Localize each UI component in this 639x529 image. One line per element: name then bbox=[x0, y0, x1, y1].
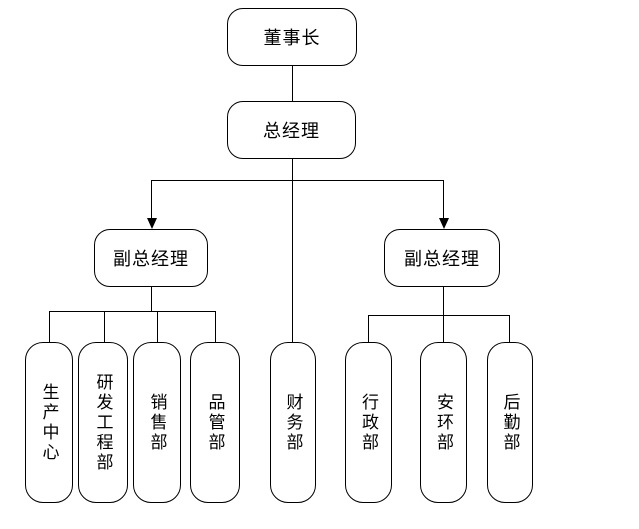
connector-gm-finance-stem bbox=[292, 159, 293, 343]
node-dept-logistics[interactable]: 后勤部 bbox=[487, 342, 533, 503]
connector-drop-deputy-right bbox=[443, 180, 444, 220]
node-dept-production-center[interactable]: 生产中心 bbox=[25, 342, 73, 503]
connector-deputy-left-stem bbox=[151, 287, 152, 311]
node-dept-sales[interactable]: 销售部 bbox=[133, 342, 181, 503]
connector-drop-logistics bbox=[509, 315, 510, 342]
connector-drop-deputy-left bbox=[151, 180, 152, 220]
connector-drop-quality bbox=[215, 311, 216, 342]
connector-left-horizontal bbox=[49, 311, 216, 312]
node-dept-quality[interactable]: 品管部 bbox=[190, 342, 240, 503]
node-dept-safety-env[interactable]: 安环部 bbox=[420, 342, 467, 503]
connector-drop-production bbox=[49, 311, 50, 342]
node-chairman[interactable]: 董事长 bbox=[227, 8, 357, 66]
connector-deputy-right-stem bbox=[443, 287, 444, 316]
connector-drop-rnd bbox=[104, 311, 105, 342]
connector-main-horizontal bbox=[151, 180, 444, 181]
node-deputy-gm-left[interactable]: 副总经理 bbox=[94, 229, 208, 287]
connector-drop-safety bbox=[443, 315, 444, 342]
node-deputy-gm-right[interactable]: 副总经理 bbox=[384, 229, 500, 287]
connector-right-horizontal bbox=[368, 315, 510, 316]
arrowhead-deputy-right bbox=[439, 218, 449, 229]
node-dept-rnd-engineering[interactable]: 研发工程部 bbox=[78, 342, 128, 503]
connector-drop-sales bbox=[157, 311, 158, 342]
node-dept-finance[interactable]: 财务部 bbox=[270, 342, 316, 503]
arrowhead-deputy-left bbox=[147, 218, 157, 229]
connector-drop-admin bbox=[368, 315, 369, 342]
node-general-manager[interactable]: 总经理 bbox=[227, 101, 356, 159]
node-dept-admin[interactable]: 行政部 bbox=[345, 342, 392, 503]
connector-chairman-gm bbox=[292, 65, 293, 101]
